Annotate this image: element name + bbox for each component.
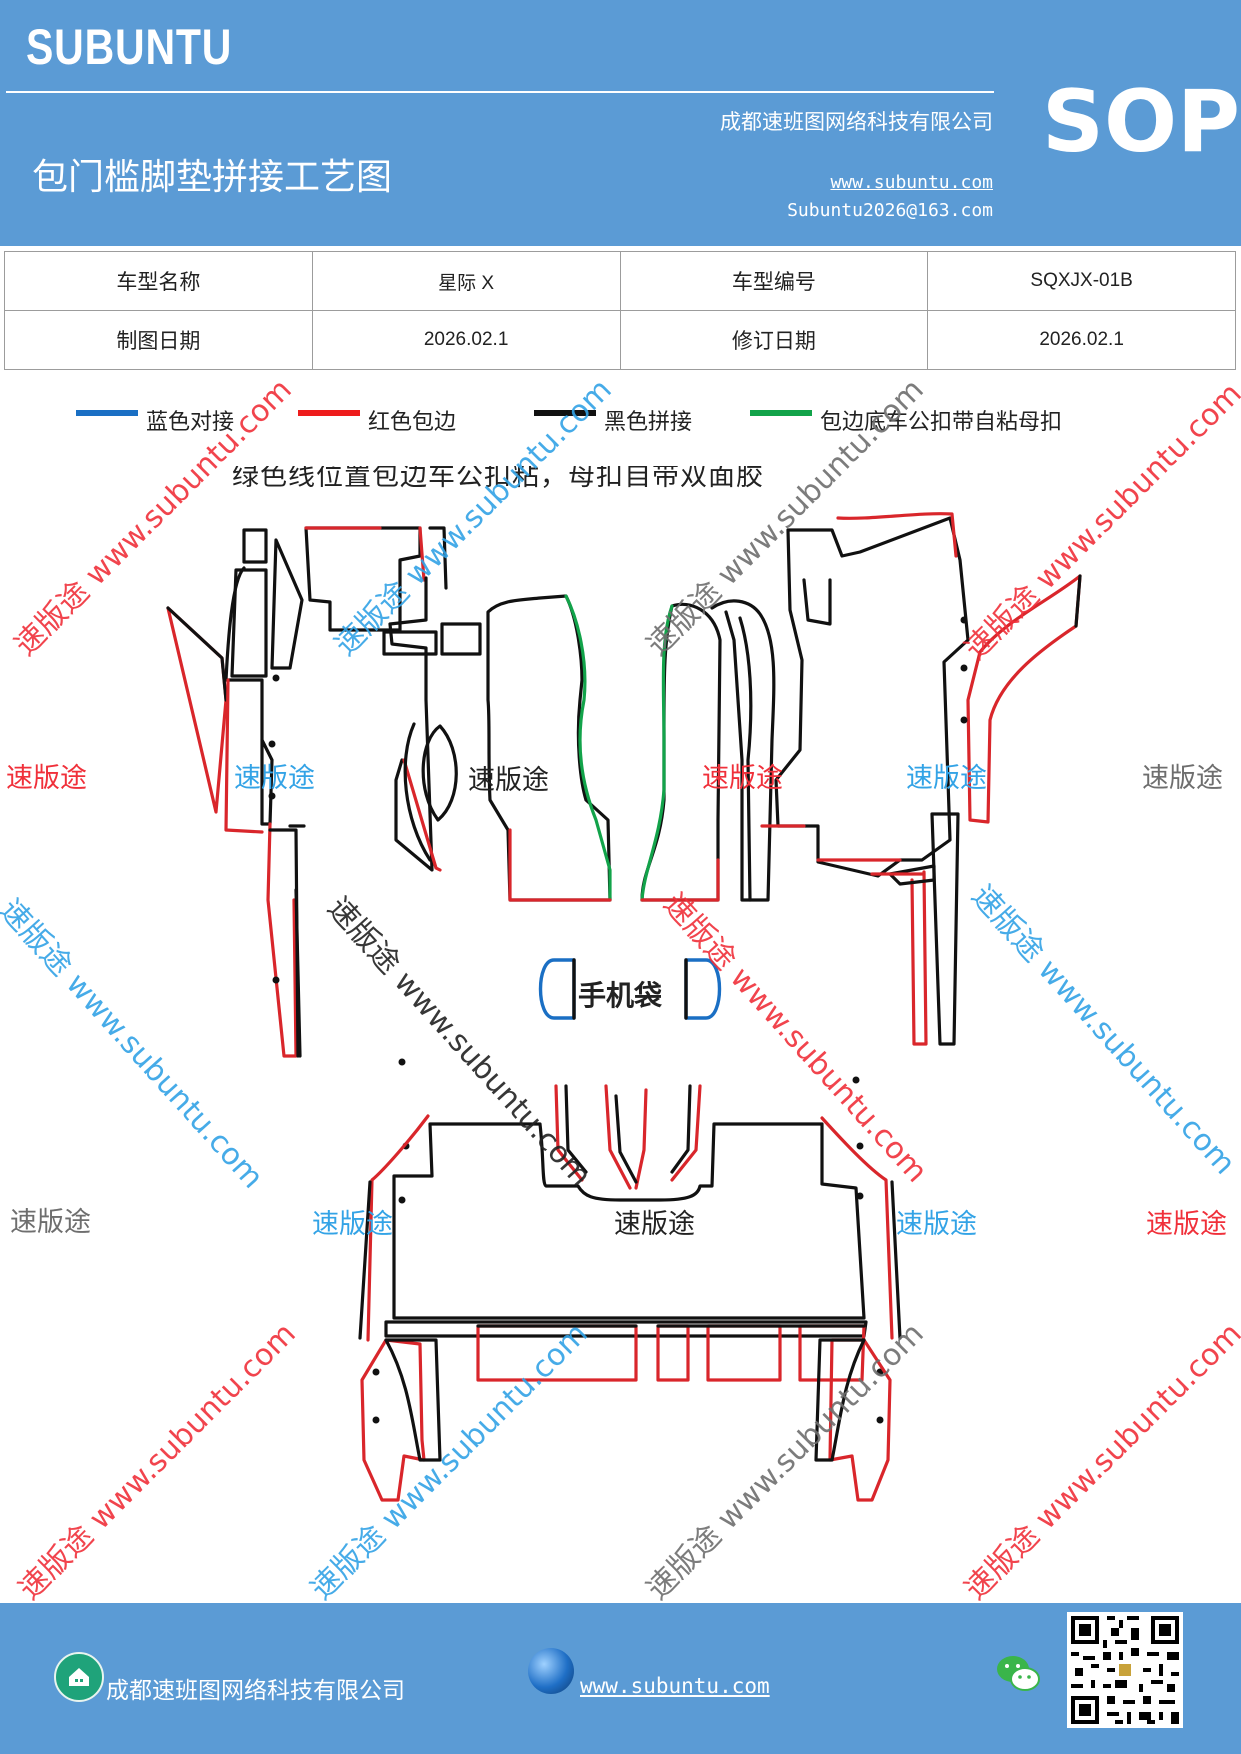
mat-layout-diagram [166,512,1082,1502]
piece-lens [421,724,458,822]
piece-right-strip [966,574,1082,824]
value-draw-date: 2026.02.1 [311,310,621,370]
footer-company-name: 成都速班图网络科技有限公司 [106,1678,405,1704]
legend-item-blue: 蓝色对接 [76,400,234,440]
left-front-pieces [166,526,612,1058]
qr-code [1067,1612,1183,1728]
legend-swatch-green [750,410,812,416]
watermark-word: 速版途 [614,1209,695,1240]
label-revise-date: 修订日期 [619,310,929,370]
email-address: Subuntu2026@163.com [787,200,993,221]
label-model-name: 车型名称 [4,251,313,311]
sop-badge: SOP [1042,72,1241,172]
rear-main-outline [392,1122,866,1320]
right-front-pieces [640,512,1082,1046]
legend-label: 蓝色对接 [146,410,235,435]
globe-icon [528,1648,574,1694]
phone-pocket-shape [538,958,722,1020]
brand-logo: SUBUNTU [26,19,233,75]
note-text: 绿色线位置包边车公扣粘，母扣自带双面胶 [232,466,764,492]
rear-block-3 [706,1324,782,1382]
piece-tall-block [230,568,268,678]
header-banner: SUBUNTU 成都速班图网络科技有限公司 包门槛脚垫拼接工艺图 www.sub… [0,0,1241,246]
legend-item-black: 黑色拼接 [534,400,692,440]
footer-website-link[interactable]: www.subuntu.com [580,1674,770,1698]
table-row: 车型名称 星际 X 车型编号 SQXJX-01B [4,251,1236,311]
legend-swatch-red [298,410,360,416]
legend-label: 黑色拼接 [604,410,693,435]
rear-finger-left [554,1084,584,1182]
rear-finger-center [604,1084,648,1190]
table-row: 制图日期 2026.02.1 修订日期 2026.02.1 [4,310,1236,370]
watermark-word: 速版途 [10,1207,91,1238]
phone-pocket-label: 手机袋 [578,979,663,1012]
rear-finger-right [670,1084,702,1182]
website-link[interactable]: www.subuntu.com [830,172,993,193]
legend-swatch-black [534,410,596,416]
value-revise-date: 2026.02.1 [927,310,1236,370]
watermark-word: 速版途 [234,763,315,794]
piece-ear [403,722,432,862]
rear-left-wing [360,1338,426,1502]
watermark-word: 速版途 [6,763,87,794]
label-model-code: 车型编号 [619,251,929,311]
label-draw-date: 制图日期 [4,310,313,370]
legend-label: 包边底车公扣带自粘母扣 [820,410,1063,435]
info-table: 车型名称 星际 X 车型编号 SQXJX-01B 制图日期 2026.02.1 … [4,251,1236,370]
watermark-word: 速版途 [906,763,987,794]
legend-item-red: 红色包边 [298,400,456,440]
piece-center-left-panel [486,594,612,902]
watermark-word: 速版途 [896,1209,977,1240]
piece-bar-left [382,630,438,656]
value-model-code: SQXJX-01B [927,251,1236,311]
rear-lower-row [384,1320,868,1338]
qr-code-pattern [1067,1612,1183,1728]
piece-left-long-strip [288,824,306,1058]
piece-small-block [242,528,268,564]
header-divider [6,91,994,93]
watermark-word: 速版途 [1142,763,1223,794]
company-name: 成都速班图网络科技有限公司 [720,110,993,134]
home-icon [54,1652,104,1702]
rear-floor-piece [358,1084,902,1502]
piece-right-sill [710,599,776,902]
home-icon-glyph [69,1668,89,1686]
rear-right-wing [828,1338,892,1502]
piece-left-sill [224,566,274,826]
watermark-word: 速版途 [702,763,783,794]
value-model-name: 星际 X [311,251,621,311]
legend-swatch-blue [76,410,138,416]
piece-inner-connector [388,576,434,872]
rear-block-2 [656,1324,690,1382]
piece-right-upper [774,516,970,878]
watermark-word: 速版途 [468,765,549,796]
piece-right-long-strip [930,812,960,1046]
legend-item-green: 包边底车公扣带自粘母扣 [750,400,1062,440]
watermark-word: 速版途 [1146,1209,1227,1240]
piece-bar-right [440,622,482,656]
wechat-icon [997,1656,1040,1691]
piece-left-strip [166,606,228,814]
page-title: 包门槛脚垫拼接工艺图 [32,157,393,198]
piece-wedge [270,538,304,670]
legend-label: 红色包边 [368,410,457,435]
watermark-word: 速版途 [312,1209,393,1240]
